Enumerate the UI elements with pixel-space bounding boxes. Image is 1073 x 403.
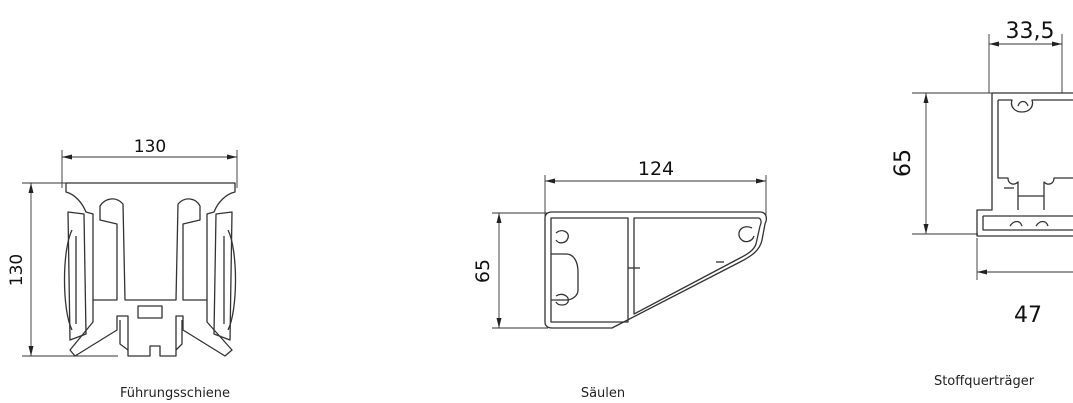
width-label-saeulen: 124 [638,158,674,180]
profile-outline-fuehrungsschiene [63,182,237,357]
caption-saeulen: Säulen [581,386,625,401]
height-label-stoffquertraeger: 65 [891,149,916,177]
width-label-fuehrungsschiene: 130 [134,137,166,157]
top-width-label-stoffquertraeger: 33,5 [1006,19,1055,44]
dimension-height-stoffquertraeger [912,92,992,235]
dimension-width-fuehrungsschiene [61,150,238,188]
profile-fuehrungsschiene: 130 130 Führungsschiene [7,137,238,401]
height-label-saeulen: 65 [472,259,494,283]
profile-stoffquertraeger: 33,5 65 47 [891,19,1073,389]
bottom-width-label-stoffquertraeger: 47 [1014,303,1042,328]
profile-saeulen: 124 65 Säulen [472,158,767,401]
dimension-width-saeulen [544,175,767,218]
profile-outline-stoffquertraeger [976,92,1073,237]
dimension-top-width-stoffquertraeger [988,34,1063,93]
dimension-bottom-width-stoffquertraeger [976,238,1073,280]
dimension-height-fuehrungsschiene [22,182,118,357]
dimension-height-saeulen [492,212,548,329]
caption-stoffquertraeger: Stoffquerträger [934,374,1035,389]
profile-outline-saeulen [544,211,767,329]
height-label-fuehrungsschiene: 130 [7,254,27,286]
caption-fuehrungsschiene: Führungsschiene [120,386,230,401]
